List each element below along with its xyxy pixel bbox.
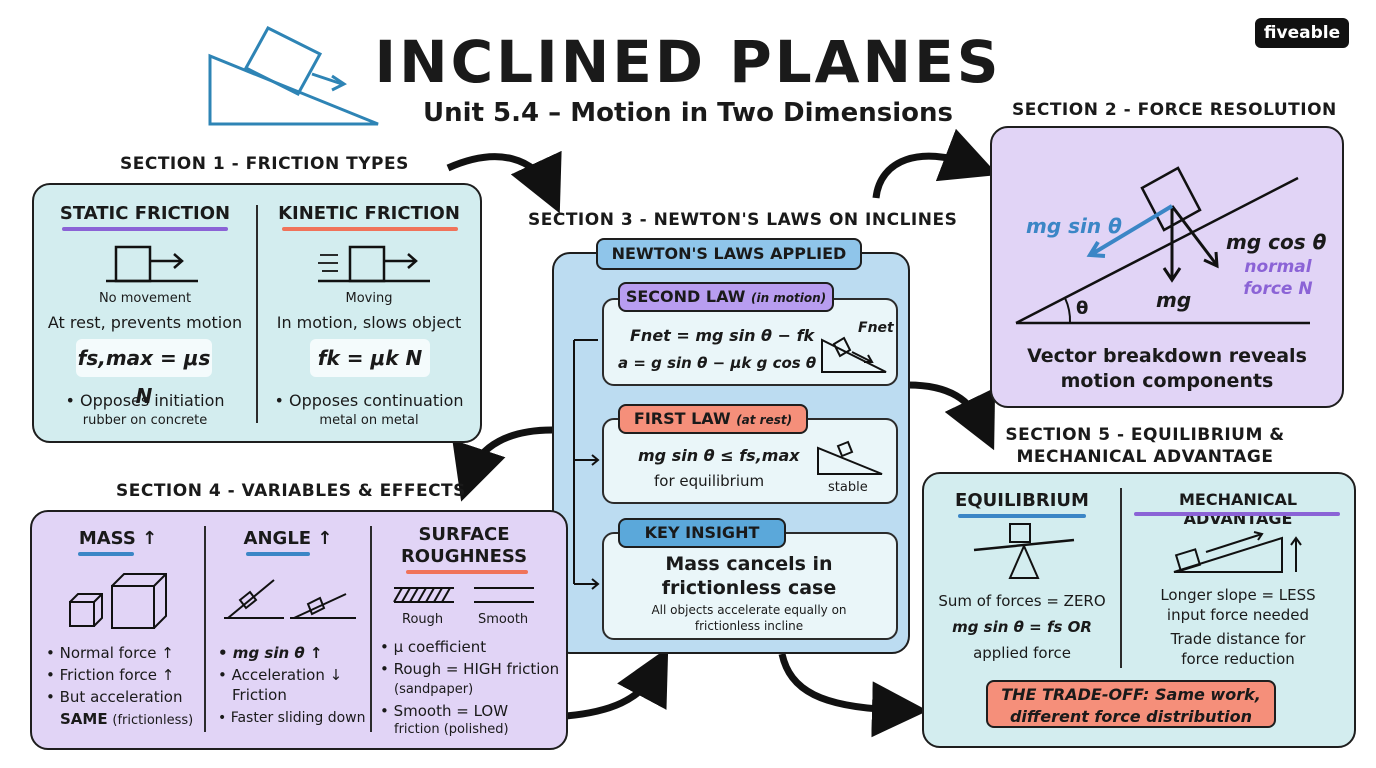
- kinetic-formula: fk = μk N: [310, 339, 430, 377]
- section1-box: STATIC FRICTION No movement At rest, pre…: [32, 183, 482, 443]
- static-state: No movement: [98, 291, 192, 306]
- section3-bracket: [573, 339, 600, 590]
- kinetic-block-icon: [318, 245, 430, 283]
- surface-b3b: friction (polished): [394, 722, 509, 737]
- angle-b3: • Faster sliding down: [218, 710, 366, 726]
- equilibrium-l3: applied force: [973, 644, 1071, 662]
- kinetic-desc: In motion, slows object: [276, 313, 462, 332]
- section2-caption: Vector breakdown reveals motion componen…: [1027, 345, 1307, 392]
- kinetic-bullet: • Opposes continuation: [274, 391, 464, 410]
- angle-b1: • mg sin θ ↑: [218, 644, 323, 662]
- second-law-eq2: a = g sin θ − μk g cos θ: [618, 354, 817, 372]
- equilibrium-title: EQUILIBRIUM: [955, 490, 1089, 511]
- surface-b3: • Smooth = LOW: [380, 702, 509, 720]
- section2-heading: SECTION 2 - FORCE RESOLUTION: [1012, 100, 1337, 120]
- second-law-title: SECOND LAW: [625, 287, 746, 306]
- tradeoff-banner: THE TRADE-OFF: Same work, different forc…: [986, 680, 1276, 728]
- section4-heading: SECTION 4 - VARIABLES & EFFECTS: [116, 481, 466, 501]
- section5-box: EQUILIBRIUM Sum of forces = ZERO mg sin …: [922, 472, 1356, 748]
- arrow-s3-s5: [778, 653, 928, 738]
- key-insight-text: Mass cancels in frictionless case: [661, 553, 837, 599]
- second-law-pill: SECOND LAW (in motion): [618, 282, 834, 312]
- newtons-laws-banner: NEWTON'S LAWS APPLIED: [596, 238, 862, 270]
- ma-l4: force reduction: [1181, 650, 1295, 668]
- surface-b2b: (sandpaper): [394, 682, 474, 697]
- section5-heading: SECTION 5 - EQUILIBRIUM & MECHANICAL ADV…: [1005, 425, 1285, 467]
- arrow-s3-s2: [872, 128, 999, 199]
- arrow-s1-s3: [446, 150, 562, 214]
- first-law-desc: for equilibrium: [654, 472, 765, 490]
- key-insight-pill: KEY INSIGHT: [618, 518, 786, 548]
- surface-rough-icon: [393, 587, 454, 603]
- mass-b2: • Friction force ↑: [46, 666, 175, 684]
- first-law-eq: mg sin θ ≤ fs,max: [638, 446, 800, 465]
- arrow-s4-s3: [565, 647, 669, 720]
- section3-box: NEWTON'S LAWS APPLIED SECOND LAW (in mot…: [552, 238, 910, 654]
- mass-cubes-icon: [69, 573, 167, 629]
- ma-l2: input force needed: [1166, 606, 1310, 624]
- incline-logo-drawing: [208, 26, 379, 126]
- second-law-note: (in motion): [750, 291, 827, 305]
- surface-title: SURFACE ROUGHNESS: [400, 524, 528, 567]
- angle-inclines-icon: [224, 579, 356, 619]
- key-insight-sub: All objects accelerate equally on fricti…: [651, 603, 847, 633]
- section1-heading: SECTION 1 - FRICTION TYPES: [120, 154, 409, 174]
- key-insight-pane: [602, 532, 898, 640]
- section3-heading: SECTION 3 - NEWTON'S LAWS ON INCLINES: [528, 210, 958, 230]
- static-formula: fs,max = μs N: [76, 339, 212, 408]
- page-subtitle: Unit 5.4 – Motion in Two Dimensions: [423, 98, 953, 128]
- kinetic-example: metal on metal: [319, 413, 419, 428]
- ma-l1: Longer slope = LESS: [1160, 586, 1316, 604]
- kinetic-friction-title: KINETIC FRICTION: [278, 203, 460, 224]
- label-mg-cos: mg cos θ: [1226, 230, 1327, 254]
- label-mg: mg: [1156, 288, 1192, 312]
- fiveable-logo: fiveable: [1255, 18, 1349, 48]
- static-desc: At rest, prevents motion: [47, 313, 243, 332]
- mass-b1: • Normal force ↑: [46, 644, 174, 662]
- angle-b2: • Acceleration ↓: [218, 666, 343, 684]
- equilibrium-l2: mg sin θ = fs OR: [952, 618, 1092, 636]
- seesaw-icon: [973, 523, 1075, 579]
- first-law-stable: stable: [828, 480, 868, 495]
- kinetic-state: Moving: [345, 291, 393, 306]
- static-example: rubber on concrete: [82, 413, 208, 428]
- long-ramp-icon: [1173, 531, 1302, 573]
- label-mg-sin: mg sin θ: [1026, 214, 1122, 238]
- mechanical-advantage-title: MECHANICAL ADVANTAGE: [1178, 490, 1298, 528]
- surface-smooth-icon: [474, 587, 534, 603]
- static-friction-title: STATIC FRICTION: [59, 203, 231, 224]
- surface-rough-label: Rough: [402, 612, 444, 627]
- second-law-fnet: Fnet: [858, 320, 894, 336]
- angle-title: ANGLE ↑: [243, 528, 333, 549]
- first-law-incline-icon: [817, 440, 883, 475]
- second-law-eq1: Fnet = mg sin θ − fk: [630, 326, 815, 345]
- first-law-pill: FIRST LAW (at rest): [618, 404, 808, 434]
- arrow-s2-s5: [907, 381, 996, 451]
- force-resolution-diagram: [1015, 166, 1310, 325]
- ma-l3: Trade distance for: [1170, 630, 1306, 648]
- mass-b3-same: SAME: [60, 710, 108, 728]
- surface-b2: • Rough = HIGH friction: [380, 660, 560, 678]
- page-title: INCLINED PLANES: [374, 28, 1002, 96]
- label-theta: θ: [1076, 298, 1089, 319]
- mass-b3-note: (frictionless): [112, 713, 194, 728]
- mass-title: MASS ↑: [78, 528, 158, 549]
- mass-b3: • But acceleration: [46, 688, 183, 706]
- surface-b1: • μ coefficient: [380, 638, 487, 656]
- section2-box: mg sin θ mg cos θ normal force N mg θ Ve…: [990, 126, 1344, 408]
- label-normal-force: normal force N: [1243, 257, 1313, 299]
- static-bullet: • Opposes initiation: [65, 391, 225, 410]
- arrow-s3-s4: [452, 426, 553, 502]
- surface-smooth-label: Smooth: [478, 612, 529, 627]
- section4-box: MASS ↑ • Normal force ↑ • Friction force…: [30, 510, 568, 750]
- first-law-title: FIRST LAW: [633, 409, 731, 428]
- first-law-note: (at rest): [736, 413, 793, 427]
- second-law-incline-icon: [821, 336, 887, 373]
- static-block-icon: [106, 245, 198, 283]
- equilibrium-l1: Sum of forces = ZERO: [938, 592, 1106, 610]
- angle-b2b: Friction: [232, 686, 287, 704]
